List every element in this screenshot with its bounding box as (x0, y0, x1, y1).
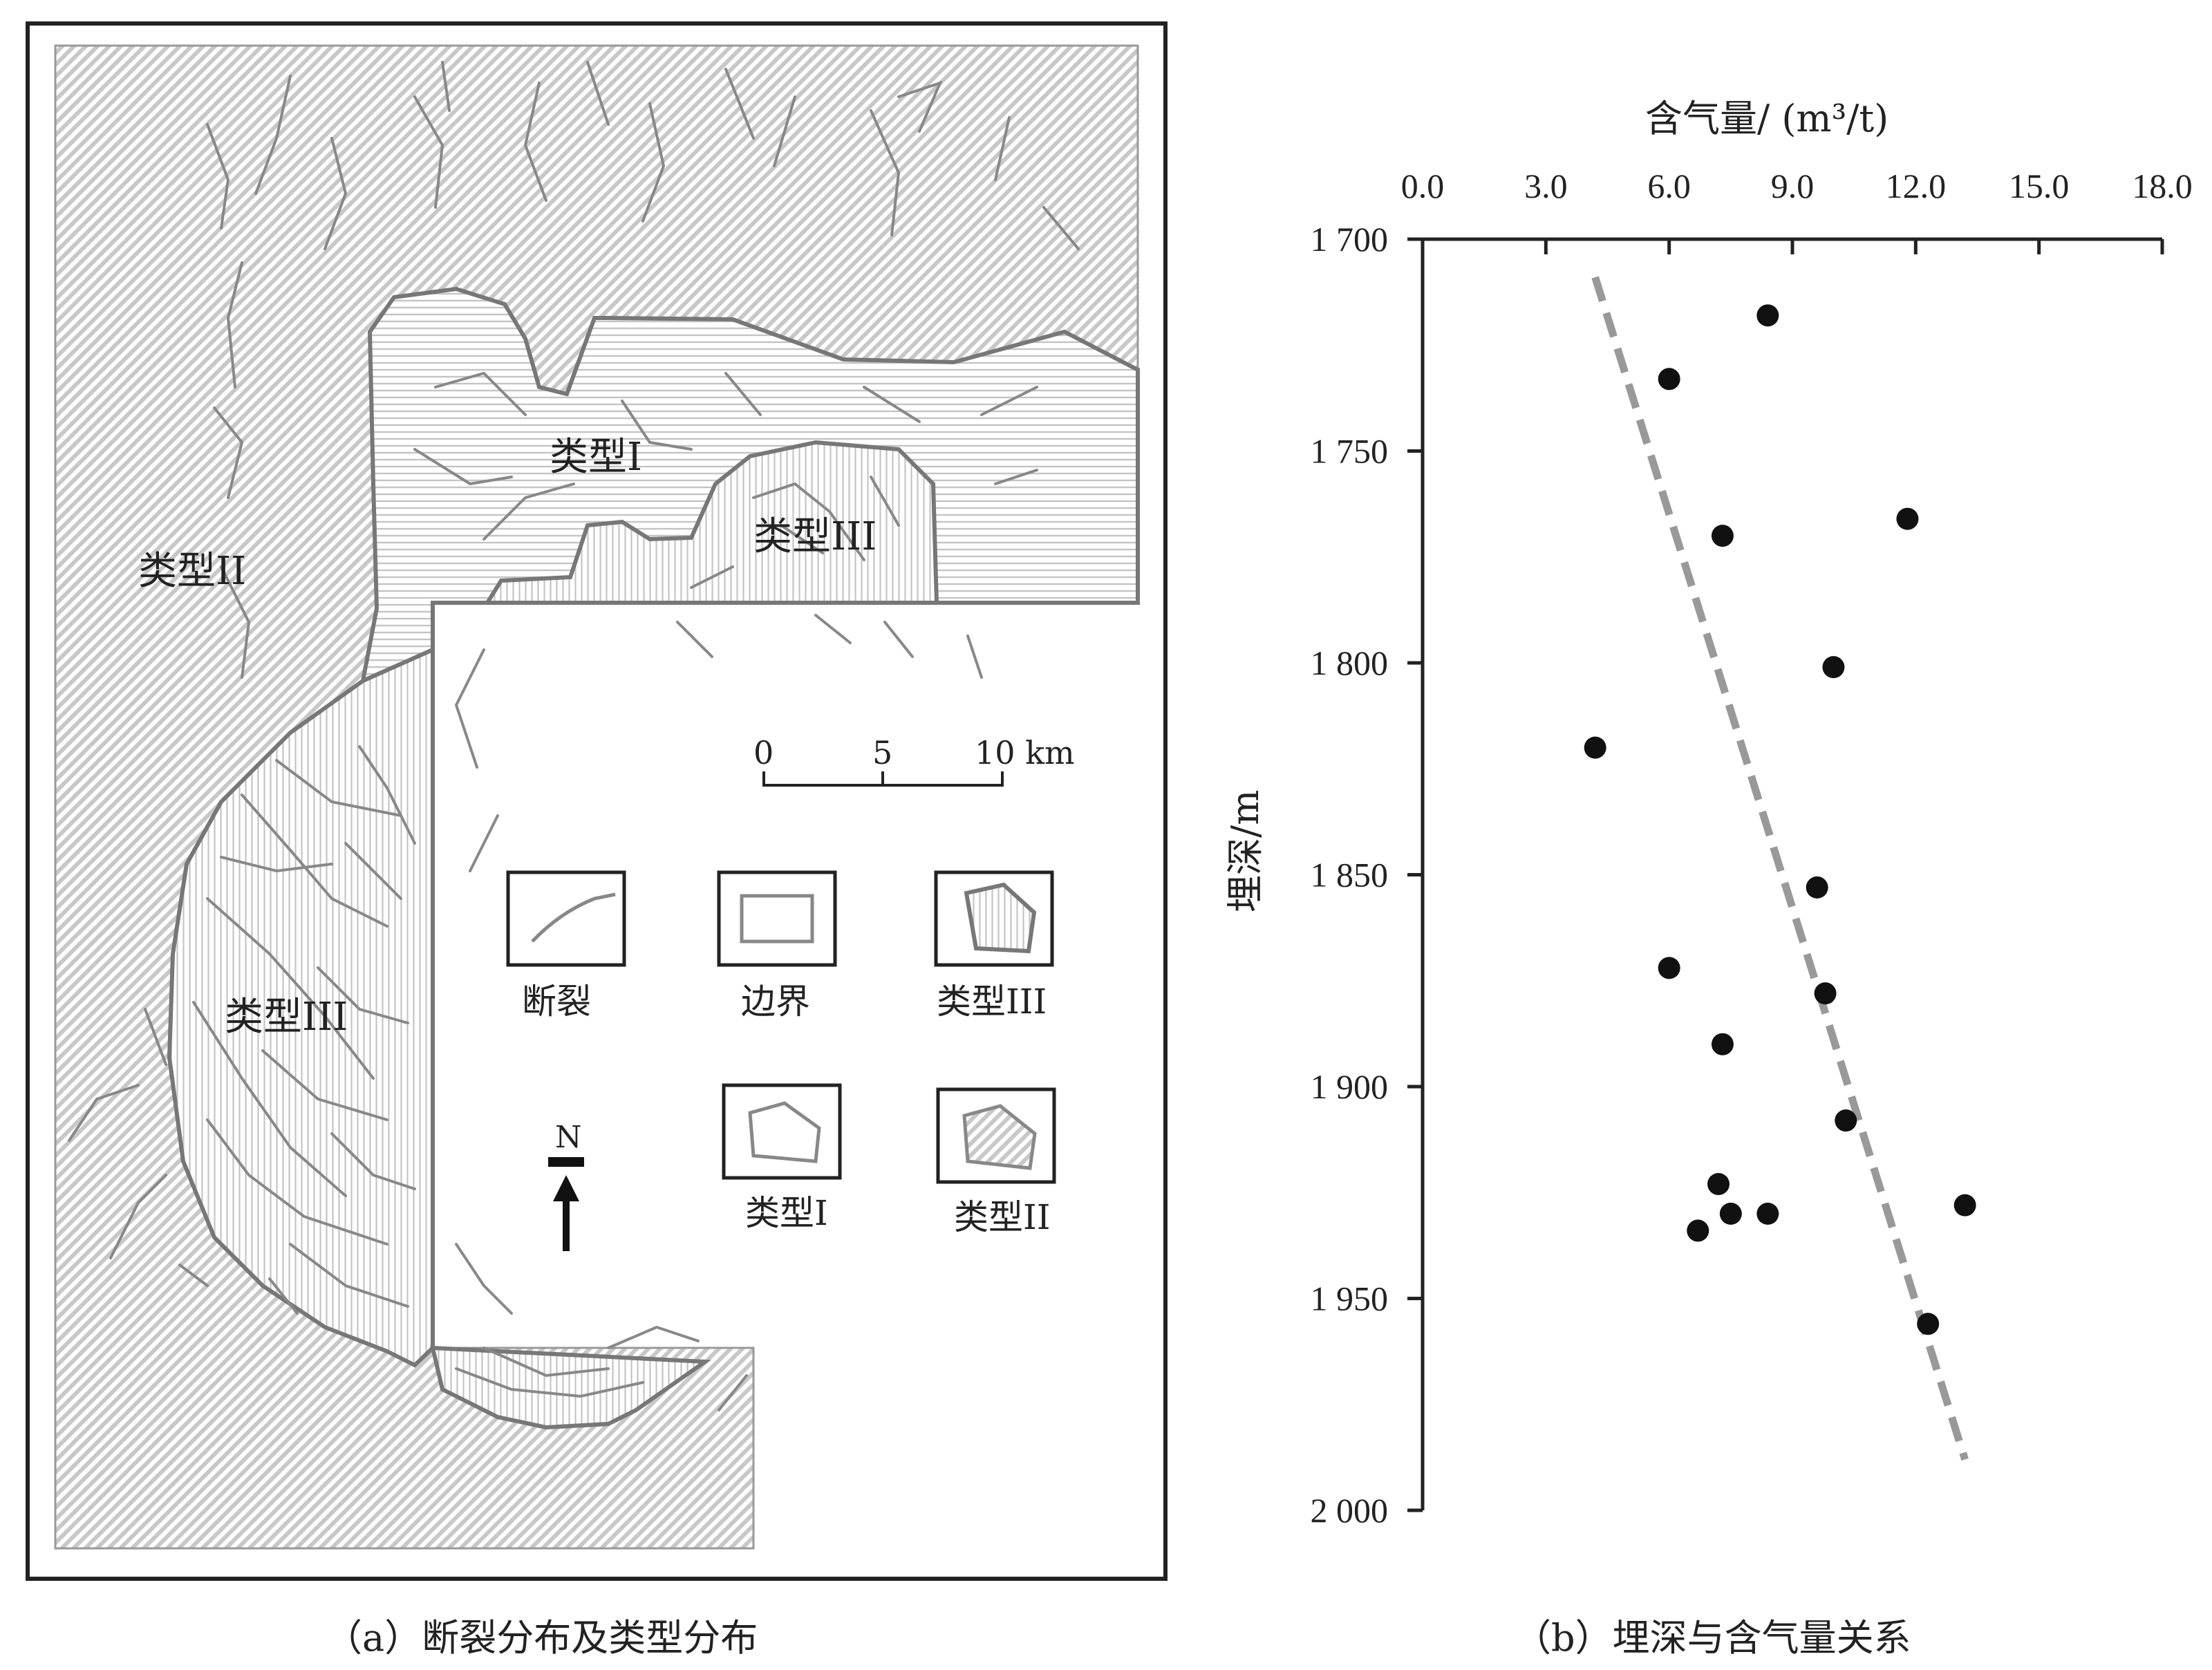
x-tick-label: 15.0 (2009, 167, 2070, 205)
x-tick-label: 0.0 (1401, 167, 1445, 205)
scale-tick-0: 0 (753, 734, 774, 771)
legend-fault-label: 断裂 (522, 982, 591, 1022)
fault-lines (68, 61, 1080, 1411)
data-point (1806, 876, 1828, 899)
north-arrow: N (548, 1120, 584, 1251)
data-point (1756, 1202, 1779, 1225)
axes (1407, 237, 2164, 1512)
chart-x-axis-title: 含气量/ (m³/t) (1645, 97, 1888, 140)
type-i-swatch-icon (748, 1101, 821, 1163)
y-tick-label: 2 000 (1311, 1491, 1389, 1530)
region-type-iii-west (167, 646, 435, 1368)
data-point (1896, 507, 1919, 530)
y-tick-label: 1 900 (1311, 1067, 1389, 1106)
points-layer (1584, 304, 1976, 1335)
label-type-ii: 类型II (138, 549, 246, 594)
chart-y-axis-title: 埋深/m (1224, 790, 1267, 912)
region-type-iii-south (430, 1345, 711, 1430)
legend-fault: 断裂 (506, 870, 626, 1022)
data-point (1953, 1194, 1976, 1217)
data-point (1822, 656, 1845, 679)
data-point (1687, 1219, 1709, 1242)
data-point (1711, 1033, 1734, 1056)
legend-type-ii: 类型II (936, 1087, 1056, 1237)
label-type-iii-west: 类型III (225, 995, 348, 1040)
legend: 断裂 边界 类型III 类型I 类型II (506, 870, 1056, 1237)
legend-type-i-label: 类型I (745, 1193, 828, 1233)
x-tick-label: 3.0 (1524, 167, 1568, 205)
data-point (1917, 1313, 1940, 1335)
data-point (1707, 1172, 1730, 1195)
legend-type-iii-label: 类型III (937, 982, 1047, 1022)
x-tick-labels: 0.0 3.0 6.0 9.0 12.0 15.0 18.0 (1401, 167, 2193, 205)
data-point (1756, 304, 1779, 327)
y-tick-label: 1 800 (1311, 644, 1389, 682)
legend-type-ii-label: 类型II (954, 1197, 1051, 1237)
scale-tick-10: 10 km (975, 734, 1075, 771)
fault-icon (531, 892, 616, 943)
x-tick-label: 6.0 (1647, 167, 1691, 205)
region-type-iii-north (483, 440, 939, 605)
scale-bar: 0 5 10 km (753, 734, 1075, 787)
data-point (1711, 525, 1734, 547)
chart-panel: 含气量/ (m³/t) 0.0 3.0 6.0 9.0 12.0 15.0 18.0 1 7… (1224, 97, 2193, 1660)
boundary-icon (740, 894, 814, 944)
data-point (1584, 736, 1606, 759)
type-ii-swatch-icon (962, 1104, 1037, 1170)
chart-caption: （b）埋深与含气量关系 (1514, 1616, 1911, 1660)
scale-tick-5: 5 (872, 734, 892, 771)
data-point (1719, 1202, 1742, 1225)
label-type-iii-north: 类型III (753, 514, 877, 559)
legend-boundary-label: 边界 (741, 982, 810, 1022)
y-tick-label: 1 750 (1311, 432, 1389, 471)
y-tick-label: 1 950 (1311, 1279, 1389, 1318)
legend-boundary: 边界 (717, 870, 837, 1022)
trendline (1591, 276, 1969, 1461)
map-caption: （a）断裂分布及类型分布 (325, 1616, 758, 1660)
y-tick-labels: 1 700 1 750 1 800 1 850 1 900 1 950 2 000 (1311, 220, 1389, 1530)
north-arrow-icon-label: N (555, 1120, 582, 1155)
data-point (1814, 982, 1837, 1005)
x-tick-label: 9.0 (1771, 167, 1815, 205)
y-tick-label: 1 700 (1311, 220, 1389, 259)
legend-type-iii: 类型III (934, 870, 1054, 1022)
trendline-layer (1591, 276, 1969, 1461)
map-panel: 类型II 类型I 类型III 类型III 0 5 10 km N 断裂 (26, 21, 1168, 1660)
data-point (1658, 957, 1680, 979)
x-tick-label: 12.0 (1886, 167, 1947, 205)
data-point (1658, 368, 1680, 391)
legend-type-i: 类型I (722, 1083, 842, 1233)
label-type-i: 类型I (550, 435, 642, 480)
x-tick-label: 18.0 (2132, 167, 2193, 205)
y-tick-label: 1 850 (1311, 856, 1389, 894)
data-point (1835, 1109, 1857, 1132)
type-iii-swatch-icon (964, 882, 1037, 954)
